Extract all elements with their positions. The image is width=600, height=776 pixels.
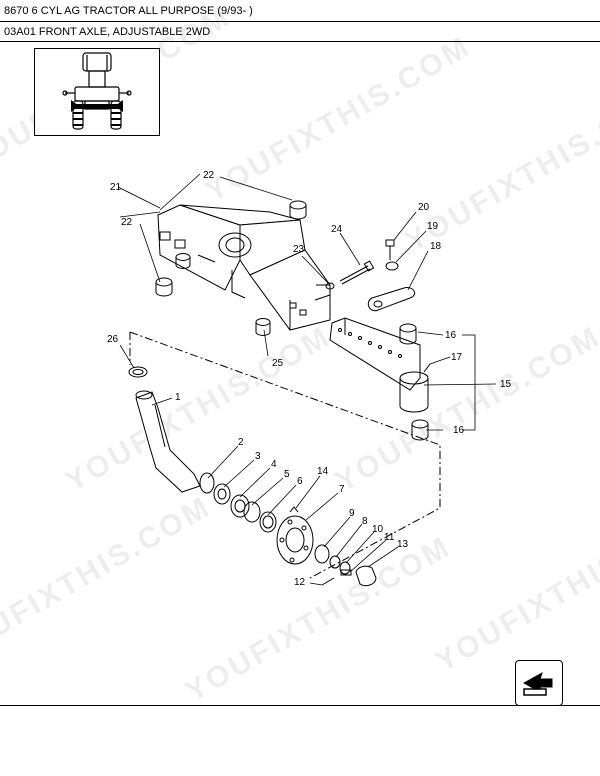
callout-4: 4 bbox=[271, 459, 277, 470]
pivot-bolt bbox=[339, 265, 369, 282]
nut bbox=[385, 261, 399, 271]
callout-25: 25 bbox=[272, 358, 284, 369]
callout-2: 2 bbox=[238, 437, 244, 448]
washer bbox=[325, 282, 335, 290]
callout-10: 10 bbox=[372, 524, 384, 535]
callout-17: 17 bbox=[451, 352, 463, 363]
bearing-cone bbox=[230, 494, 250, 518]
callout-19: 19 bbox=[427, 221, 439, 232]
pin bbox=[321, 577, 335, 586]
callout-22: 22 bbox=[121, 217, 133, 228]
callout-22: 22 bbox=[203, 170, 215, 181]
washer bbox=[329, 555, 341, 569]
grease-fitting bbox=[423, 363, 431, 373]
seal bbox=[213, 483, 231, 505]
section-title: 03A01 FRONT AXLE, ADJUSTABLE 2WD bbox=[4, 26, 211, 38]
callout-15: 15 bbox=[500, 379, 512, 390]
divider bbox=[0, 41, 600, 42]
parts-diagram: 21 22 22 24 23 25 20 19 18 16 17 15 16 2… bbox=[107, 170, 512, 588]
bushing bbox=[289, 200, 307, 220]
callout-14: 14 bbox=[317, 466, 329, 477]
snap-ring bbox=[199, 472, 215, 494]
cotter-pin bbox=[340, 569, 352, 576]
steering-arm bbox=[367, 287, 416, 312]
callout-3: 3 bbox=[255, 451, 261, 462]
axle-extension bbox=[329, 317, 429, 413]
hub-cap bbox=[355, 565, 377, 587]
bushing bbox=[399, 323, 417, 345]
leader-lines bbox=[117, 173, 497, 586]
callout-20: 20 bbox=[418, 202, 430, 213]
tractor-front-thumbnail bbox=[34, 48, 160, 136]
callout-16: 16 bbox=[445, 330, 457, 341]
callout-5: 5 bbox=[284, 469, 290, 480]
divider bbox=[0, 21, 600, 22]
callout-1: 1 bbox=[175, 392, 181, 403]
tractor-front-icon bbox=[62, 52, 132, 130]
next-page-button[interactable] bbox=[515, 660, 563, 706]
seal bbox=[128, 366, 148, 378]
callout-13: 13 bbox=[397, 539, 409, 550]
divider bbox=[0, 705, 600, 706]
axle-beam bbox=[157, 204, 331, 331]
seal-ring bbox=[259, 511, 277, 533]
callout-24: 24 bbox=[331, 224, 343, 235]
bolt bbox=[385, 239, 395, 260]
nut bbox=[339, 561, 351, 575]
bearing-cone bbox=[314, 544, 330, 564]
wheel-hub bbox=[276, 515, 314, 565]
callout-26: 26 bbox=[107, 334, 119, 345]
callout-8: 8 bbox=[362, 516, 368, 527]
callout-18: 18 bbox=[430, 241, 442, 252]
bushing bbox=[411, 419, 429, 441]
callouts: 21 22 22 24 23 25 20 19 18 16 17 15 16 2… bbox=[107, 170, 512, 588]
bearing-cup bbox=[243, 501, 261, 523]
callout-6: 6 bbox=[297, 476, 303, 487]
bushing bbox=[255, 318, 271, 336]
callout-11: 11 bbox=[384, 532, 395, 543]
callout-7: 7 bbox=[339, 484, 345, 495]
grease-fitting bbox=[289, 506, 299, 513]
callout-16: 16 bbox=[453, 425, 465, 436]
callout-12: 12 bbox=[294, 577, 306, 588]
callout-23: 23 bbox=[293, 244, 305, 255]
callout-21: 21 bbox=[110, 182, 122, 193]
next-page-arrow-icon bbox=[522, 671, 553, 696]
callout-9: 9 bbox=[349, 508, 355, 519]
spindle bbox=[135, 390, 201, 493]
bushing bbox=[175, 253, 191, 269]
page-title: 8670 6 CYL AG TRACTOR ALL PURPOSE (9/93-… bbox=[4, 5, 253, 17]
bushing bbox=[155, 277, 173, 297]
